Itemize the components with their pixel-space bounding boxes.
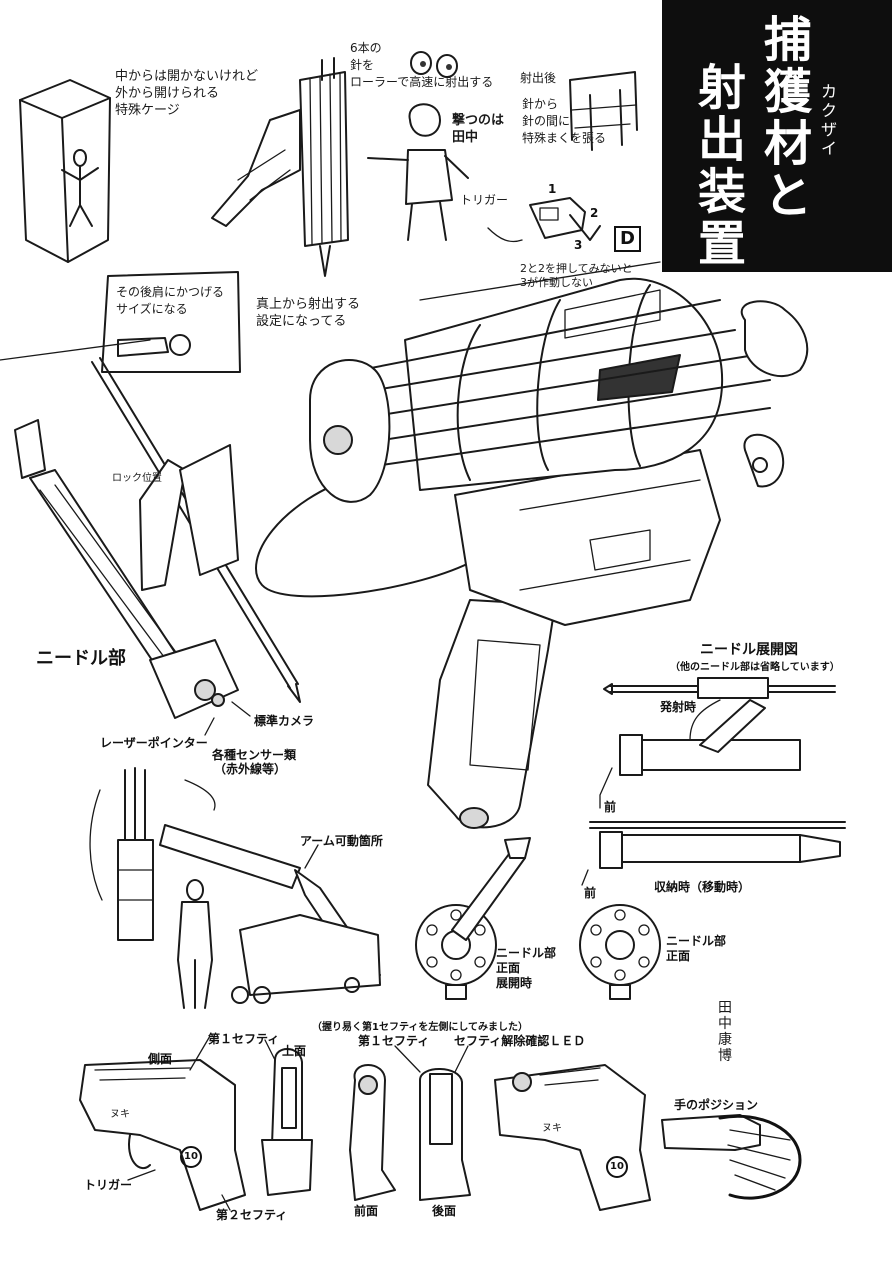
artist-signature: 田中康博 <box>718 1000 732 1064</box>
label-deployed-line-2: 正面 <box>496 961 521 975</box>
label-safety-led: セフティ解除確認ＬＥＤ <box>454 1034 586 1048</box>
robot-arm-sketch <box>89 767 381 1004</box>
note-trigger: トリガー <box>460 193 509 207</box>
note-rope-head: 射出後 <box>520 71 557 85</box>
human-figure <box>177 879 213 1009</box>
label-hand-position: 手のポジション <box>674 1098 759 1112</box>
badge-1: 10 <box>180 1146 202 1168</box>
label-laser-pointer: レーザーポインター <box>100 736 208 750</box>
pistol-side <box>79 1059 246 1211</box>
label-rear-view: 後面 <box>432 1204 457 1218</box>
pistol-3q <box>494 1064 651 1211</box>
needle-front <box>579 904 661 1000</box>
label-side: 側面 <box>148 1052 173 1066</box>
needle-front-deployed <box>415 837 531 1000</box>
note-shooter: 撃つのは 田中 <box>452 113 505 145</box>
label-sensors-sub: （赤外線等） <box>214 762 287 776</box>
title-ruby: カクザイ <box>820 82 837 158</box>
horizon-line <box>0 261 661 361</box>
pistol-front <box>349 1064 396 1201</box>
tower-sketch <box>211 57 349 277</box>
step-3-mark: 3 <box>574 238 583 252</box>
label-stowed: 収納時（移動時） <box>654 880 751 894</box>
title-line-2: 射出装置 <box>697 60 746 272</box>
label-arm-joint: アーム可動箇所 <box>300 834 383 848</box>
step-2-mark: 2 <box>590 206 599 220</box>
rope-sketch <box>569 71 638 151</box>
cage-sketch <box>19 79 111 263</box>
note-lock: ロック位置 <box>112 473 162 484</box>
grip-mark-1: ヌキ <box>110 1109 130 1120</box>
main-launcher <box>255 277 809 829</box>
label-needle-dev-sub: （他のニードル部は省略しています） <box>670 662 840 673</box>
speech-bubble <box>101 271 241 373</box>
front-marker-1: 前 <box>604 800 617 814</box>
eyes-sketch <box>410 51 458 78</box>
badge-2: 10 <box>606 1156 628 1178</box>
label-top: 上面 <box>282 1044 307 1058</box>
label-first-safety-b: 第１セフティ <box>358 1034 430 1048</box>
label-grip-note: （握り易く第1セフティを左側にしてみました） <box>312 1022 529 1033</box>
hand-position-sketch <box>661 1114 802 1200</box>
note-needles: 6本の 針を ローラーで高速に射出する <box>350 41 494 89</box>
label-front-line-1: ニードル部 <box>666 934 727 948</box>
needle-dev-views <box>589 677 846 869</box>
trigger-detail <box>487 197 601 243</box>
label-standard-camera: 標準カメラ <box>254 714 315 728</box>
label-needle-part: ニードル部 <box>36 648 126 669</box>
note-rope: 針から 針の間に 特殊まくを張る <box>522 97 607 145</box>
shooter-figure <box>367 103 469 241</box>
pistol-top <box>261 1048 313 1196</box>
note-shoulder: その後肩にかつげる サイズになる <box>116 285 225 316</box>
note-overhead: 真上から射出する 設定になってる <box>256 297 361 329</box>
note-cage: 中からは開かないけれど 外から開けられる 特殊ケージ <box>115 69 259 118</box>
label-deployed-line-3: 展開時 <box>496 976 533 990</box>
label-deployed-line-1: ニードル部 <box>496 946 557 960</box>
title-box: カクザイ 捕獲材と 射出装置 <box>662 0 892 272</box>
label-first-safety-a: 第１セフティ <box>208 1032 280 1046</box>
label-trigger: トリガー <box>84 1178 133 1192</box>
front-marker-2: 前 <box>584 886 597 900</box>
label-needle-dev: ニードル展開図 <box>700 642 798 658</box>
d-mark: D <box>614 226 641 252</box>
grip-mark-2: ヌキ <box>542 1123 562 1134</box>
label-firing: 発射時 <box>660 700 697 714</box>
label-front-view: 前面 <box>354 1204 379 1218</box>
note-push: 2と2を押してみないと 3が作動しない <box>520 262 633 289</box>
label-second-safety: 第２セフティ <box>216 1208 288 1222</box>
pistol-rear <box>419 1068 471 1201</box>
leader-lines <box>127 701 613 1211</box>
label-sensors: 各種センサー類 <box>212 748 297 762</box>
step-1-mark: 1 <box>548 182 557 196</box>
label-front-line-2: 正面 <box>666 949 691 963</box>
title-line-1: 捕獲材と <box>763 12 812 224</box>
needle-part-sketch <box>14 357 301 719</box>
